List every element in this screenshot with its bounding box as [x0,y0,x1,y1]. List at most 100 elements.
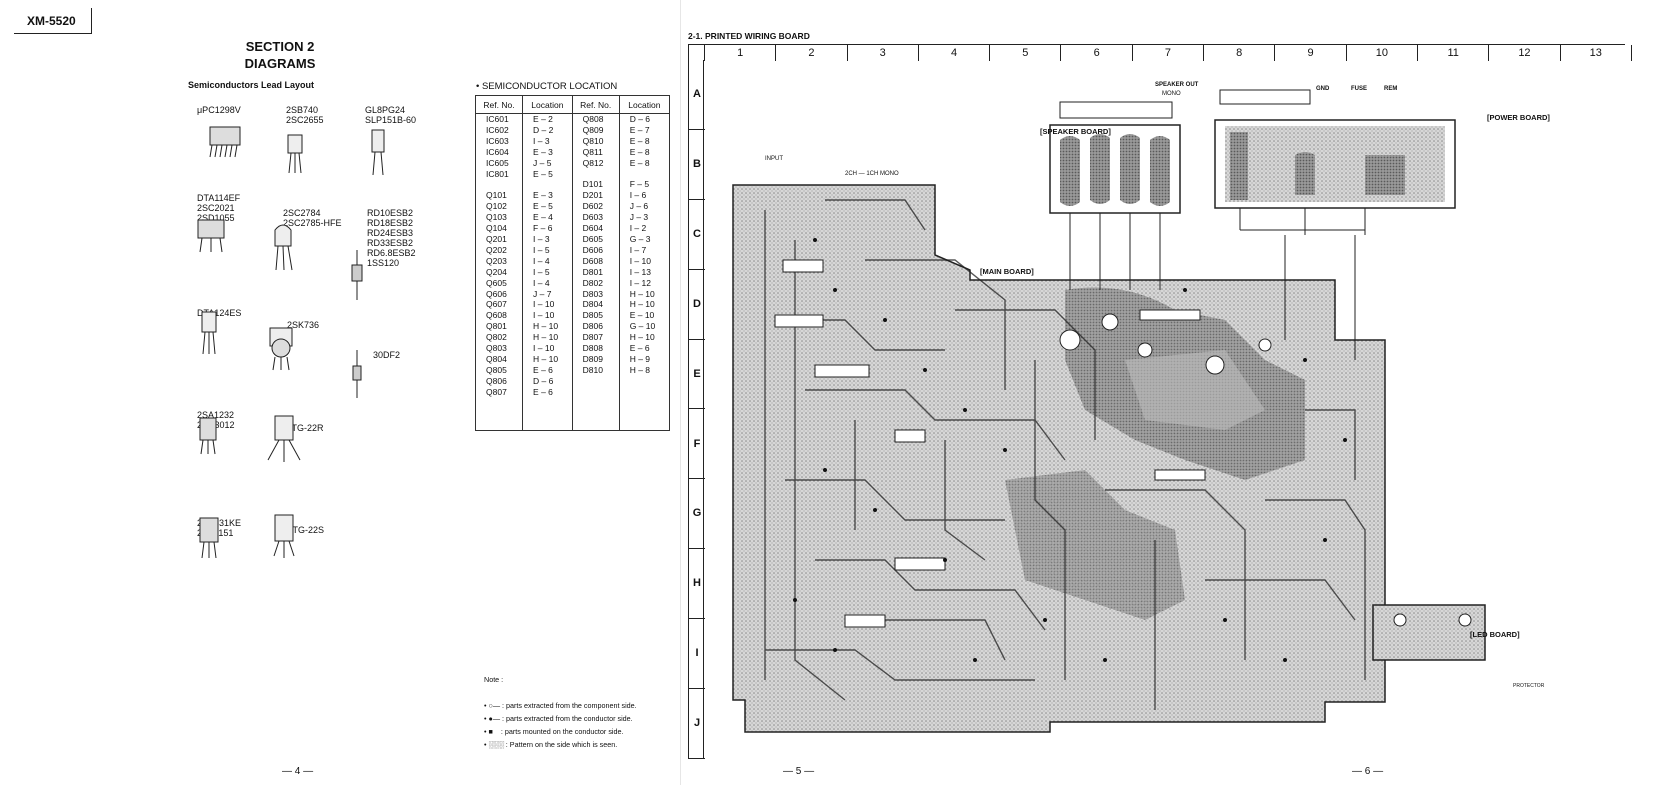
regulator-icon [267,415,301,462]
ref-no-cell: IC603 [474,135,524,147]
ref-no-cell: Q608 [474,310,524,322]
component-label: CTG-22S [286,525,325,535]
location-cell: I – 13 [618,266,671,278]
ref-no-cell: Q805 [474,364,524,376]
diode-icon [351,250,363,300]
ref-no-cell: IC601 [474,113,524,125]
grid-row-label: G [689,479,705,550]
ref-no-cell [571,168,620,180]
legend-note: Note : • ○— : parts extracted from the c… [484,673,637,751]
component-label: CTG-22R [285,423,324,433]
transistor-icon [199,517,219,559]
column-header: Ref. No. [571,95,620,114]
location-cell: E – 4 [522,212,573,224]
ref-no-cell: D605 [571,233,620,245]
page-number: — 5 — [783,766,815,777]
grid-column-label: 2 [776,45,848,61]
section-title: DIAGRAMS [244,56,316,71]
ref-no-cell: IC604 [474,146,524,158]
grid-column-label: 10 [1347,45,1418,61]
ref-no-cell: IC801 [474,168,524,180]
input-label: INPUT [765,156,783,162]
location-cell: D – 6 [522,375,573,387]
grid-column-label: 8 [1204,45,1276,61]
ref-no-cell: D804 [571,299,620,311]
location-cell: I – 7 [618,244,671,256]
location-cell: E – 8 [618,157,671,169]
location-cell: E – 8 [618,135,671,147]
location-cell: I – 4 [522,277,573,289]
page-number: — 4 — [282,766,314,777]
location-cell: H – 10 [618,332,671,344]
mono-label: MONO [1162,91,1181,97]
ref-no-cell: Q607 [474,299,524,311]
location-cell [618,375,671,387]
location-cell: E – 8 [618,146,671,158]
location-cell: I – 5 [522,266,573,278]
location-cell: E – 6 [522,364,573,376]
location-cell [618,397,671,431]
location-cell: H – 9 [618,353,671,365]
protector-label: PROTECTOR [1513,683,1545,689]
ref-no-cell: Q605 [474,277,524,289]
ref-no-cell: Q807 [474,386,524,398]
speaker-board [1049,101,1181,290]
component-label: 2SB740 2SC2655 [286,105,324,125]
grid-row-label: H [689,549,705,620]
table-row [474,397,671,431]
led-icon [371,129,385,176]
grid-row-label: D [689,270,705,340]
page-divider [680,0,681,785]
location-cell: I – 3 [522,135,573,147]
power-terminal-label: GND [1316,86,1330,92]
ref-no-cell: D608 [571,255,620,267]
ref-no-cell: Q202 [474,244,524,256]
column-header: Location [618,95,671,114]
speaker-board-label: [SPEAKER BOARD] [1040,127,1111,136]
grid-column-label: 9 [1275,45,1347,61]
ref-no-cell [571,375,620,387]
ref-no-cell: Q806 [474,375,524,387]
ref-no-cell: Q203 [474,255,524,267]
location-cell [618,386,671,398]
note-line: • ░░░ : Pattern on the side which is see… [484,740,618,749]
grid-row-label: A [689,60,705,130]
ref-no-cell: D803 [571,288,620,300]
location-cell: I – 5 [522,244,573,256]
grid-column-label: 12 [1489,45,1561,61]
led-board [1372,604,1486,661]
location-cell: F – 6 [522,223,573,234]
grid-column-label: 7 [1133,45,1205,61]
grid-column-label: 6 [1062,45,1133,61]
location-cell: J – 5 [522,157,573,169]
grid-row-label: J [689,689,705,759]
location-cell: H – 10 [618,288,671,300]
location-cell: E – 6 [522,386,573,398]
location-cell: E – 2 [522,113,573,125]
transistor-icon [201,311,217,355]
location-cell: I – 12 [618,277,671,289]
location-cell: E – 5 [522,168,573,180]
ref-no-cell: IC605 [474,157,524,169]
ref-no-cell: Q802 [474,332,524,344]
regulator-icon [273,514,295,558]
ref-no-cell: D606 [571,244,620,256]
location-cell: I – 4 [522,255,573,267]
location-cell: E – 10 [618,310,671,322]
location-cell: H – 10 [522,353,573,365]
ref-no-cell: Q201 [474,233,524,245]
fet-icon [269,327,293,371]
ref-no-cell: Q812 [571,157,620,169]
ref-no-cell [474,179,524,191]
lead-layout-drawings [197,126,385,559]
location-cell [522,179,573,191]
ref-no-cell: Q809 [571,124,620,136]
ref-no-cell: D604 [571,223,620,234]
